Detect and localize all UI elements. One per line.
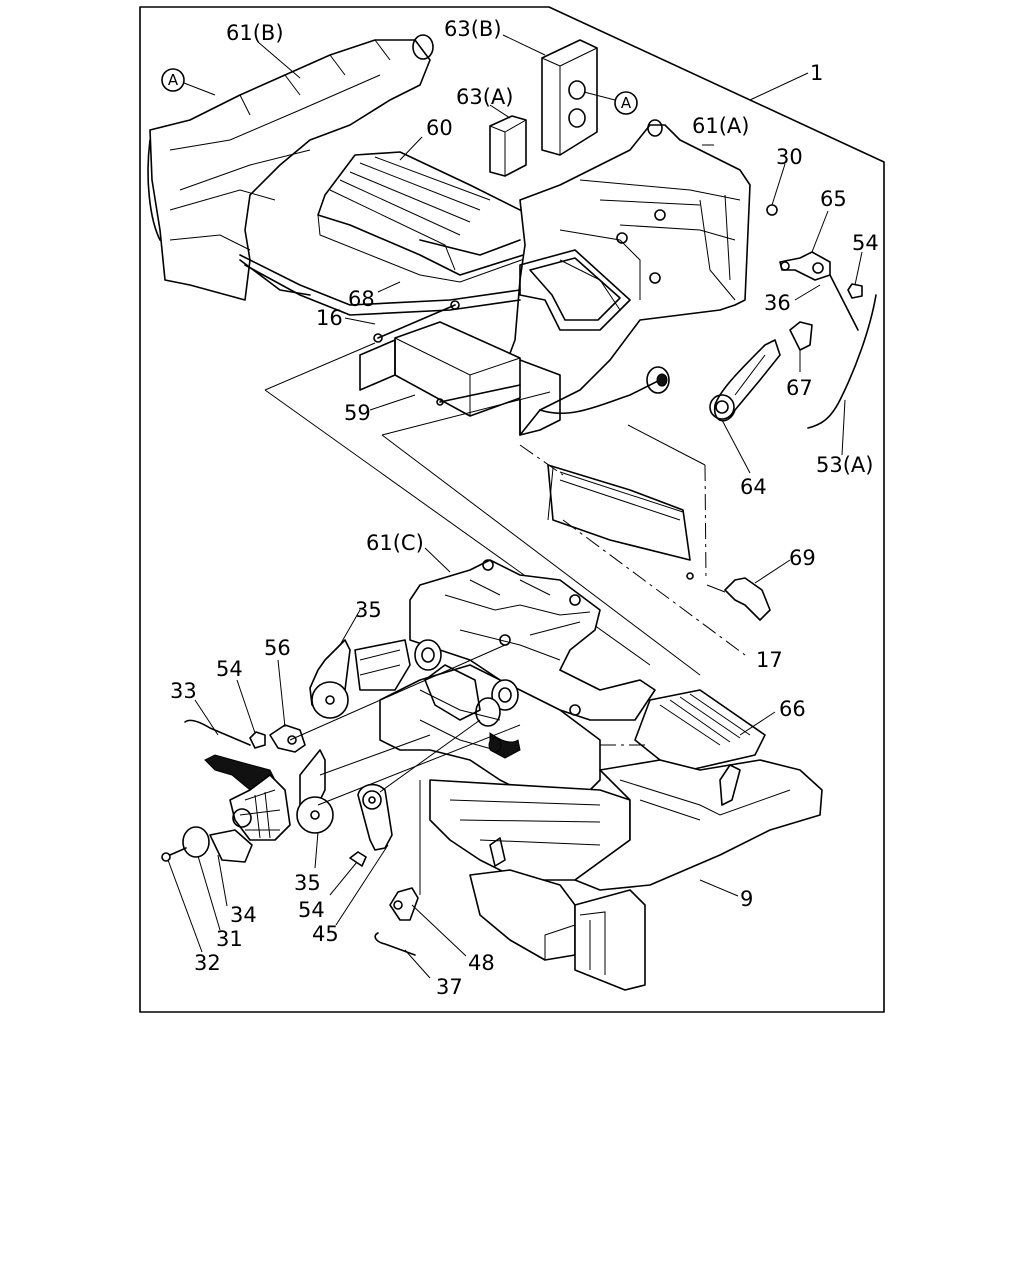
label-17: 17 [756,648,783,672]
lower-blower-assembly [161,559,823,991]
label-54-b: 54 [216,657,243,681]
label-56: 56 [264,636,291,660]
reference-marker-a-1: A [161,68,216,96]
label-35-b: 35 [294,871,321,895]
label-16: 16 [316,306,343,330]
leader-lines [167,34,863,979]
upper-heater-unit [147,34,877,621]
label-33: 33 [170,679,197,703]
label-35-a: 35 [355,598,382,622]
label-65: 65 [820,187,847,211]
reference-marker-a-2-text: A [621,94,632,112]
label-31: 31 [216,927,243,951]
label-61a: 61(A) [692,114,749,138]
label-63a: 63(A) [456,85,513,109]
label-32: 32 [194,951,221,975]
part-labels: 61(B) 63(B) 63(A) 60 61(A) 1 30 65 54 36… [170,17,879,999]
label-34: 34 [230,903,257,927]
reference-marker-a-1-text: A [168,71,179,89]
label-54-c: 54 [298,898,325,922]
reference-marker-a-2: A [583,91,638,115]
label-61c: 61(C) [366,531,424,555]
label-67: 67 [786,376,813,400]
label-60: 60 [426,116,453,140]
label-36: 36 [764,291,791,315]
label-54-a: 54 [852,231,879,255]
label-1: 1 [810,61,823,85]
diagram-frame [139,6,885,1013]
label-53a: 53(A) [816,453,873,477]
label-61b: 61(B) [226,21,284,45]
label-66: 66 [779,697,806,721]
label-68: 68 [348,287,375,311]
label-48: 48 [468,951,495,975]
label-37: 37 [436,975,463,999]
label-64: 64 [740,475,767,499]
label-9: 9 [740,887,753,911]
label-59: 59 [344,401,371,425]
label-69: 69 [789,546,816,570]
label-63b: 63(B) [444,17,502,41]
label-45: 45 [312,922,339,946]
label-30: 30 [776,145,803,169]
